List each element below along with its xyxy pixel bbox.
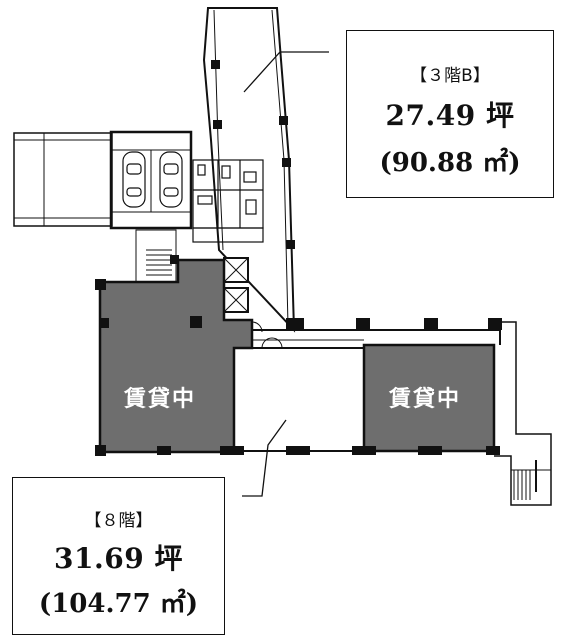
exterior-stair bbox=[494, 321, 552, 506]
unit-8f-area-sqm: (104.77 ㎡) bbox=[38, 589, 199, 619]
unit-3b-callout: 【３階B】 27.49 坪 (90.88 ㎡) bbox=[346, 30, 554, 198]
unit-8f-floor-label: 【８階】 bbox=[84, 511, 153, 531]
perimeter-columns bbox=[95, 255, 502, 456]
leader-lines bbox=[242, 51, 329, 497]
rented-label-right: 賃貸中 bbox=[389, 387, 462, 412]
car-icon bbox=[159, 151, 183, 208]
unit-3b-area-tsubo: 27.49 坪 bbox=[385, 99, 515, 132]
parking-area bbox=[13, 130, 193, 230]
rented-area-left bbox=[98, 258, 254, 454]
elevator-shaft bbox=[223, 257, 249, 313]
service-core bbox=[192, 159, 264, 243]
door-swings bbox=[251, 321, 283, 349]
unit-3b-floor-label: 【３階B】 bbox=[410, 66, 490, 86]
unit-8f-callout: 【８階】 31.69 坪 (104.77 ㎡) bbox=[12, 477, 225, 635]
unit-8f-area-tsubo: 31.69 坪 bbox=[54, 542, 183, 575]
rented-label-left: 賃貸中 bbox=[124, 387, 197, 412]
tower-columns bbox=[211, 60, 295, 249]
unit-3b-area-sqm: (90.88 ㎡) bbox=[379, 148, 521, 178]
car-icon bbox=[122, 151, 146, 208]
